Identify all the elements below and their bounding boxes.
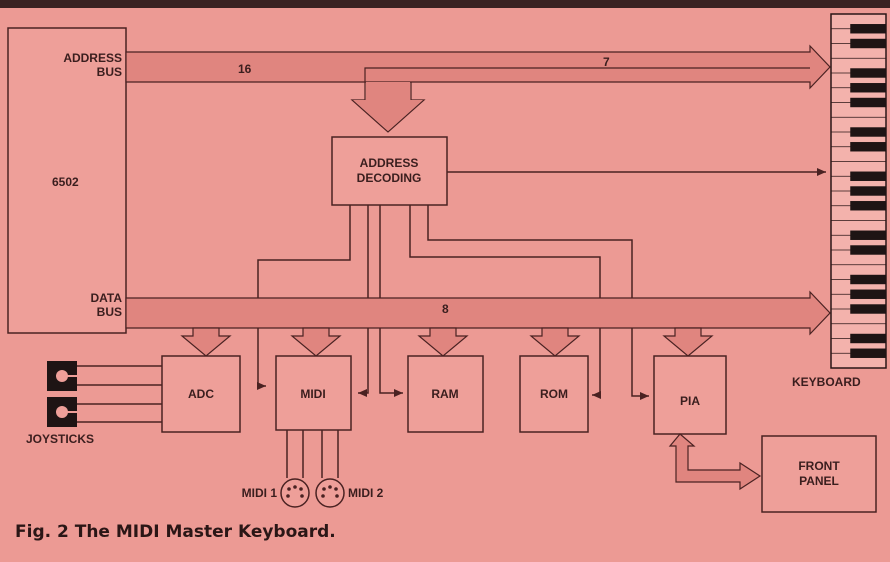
midi-port-2-label: MIDI 2 [348, 486, 384, 500]
data-drop-ram [419, 328, 467, 356]
bus-width-16: 16 [238, 62, 252, 76]
address-bus-arrow [126, 46, 830, 88]
midi-2-connector-icon [316, 479, 344, 507]
joystick-2-icon [47, 397, 77, 427]
black-key [850, 201, 886, 210]
black-key [850, 142, 886, 151]
decoder-label-2: DECODING [357, 171, 422, 185]
bus-width-7: 7 [603, 55, 610, 69]
black-key [850, 83, 886, 92]
black-key [850, 290, 886, 299]
cpu-label: 6502 [52, 175, 79, 189]
bus-width-8: 8 [442, 302, 449, 316]
black-key [850, 349, 886, 358]
address-bus-label-2: BUS [97, 65, 122, 79]
black-key [850, 186, 886, 195]
midi-label: MIDI [300, 387, 325, 401]
midi-port-wires [287, 430, 338, 478]
adc-label: ADC [188, 387, 214, 401]
ram-label: RAM [431, 387, 458, 401]
keyboard-label: KEYBOARD [792, 375, 861, 389]
black-key [850, 68, 886, 77]
black-key [850, 98, 886, 107]
black-key [850, 245, 886, 254]
pia-front-panel-arrow [670, 434, 760, 489]
joysticks-label: JOYSTICKS [26, 432, 94, 446]
black-key [850, 39, 886, 48]
black-key [850, 304, 886, 313]
decoder-label-1: ADDRESS [360, 156, 419, 170]
black-key [850, 275, 886, 284]
black-key [850, 24, 886, 33]
data-drop-rom [531, 328, 579, 356]
black-key [850, 127, 886, 136]
keyboard-icon [831, 14, 886, 368]
address-bus-label-1: ADDRESS [63, 51, 122, 65]
data-drop-midi [292, 328, 340, 356]
black-key [850, 172, 886, 181]
joystick-1-icon [47, 361, 77, 391]
midi-port-1-label: MIDI 1 [242, 486, 278, 500]
rom-label: ROM [540, 387, 568, 401]
joystick-wires [77, 366, 162, 422]
midi-1-connector-icon [281, 479, 309, 507]
front-panel-label-1: FRONT [798, 459, 840, 473]
data-bus-label-1: DATA [90, 291, 122, 305]
data-drop-adc [182, 328, 230, 356]
top-border [0, 0, 890, 8]
decoder-branch-arrow [353, 82, 423, 131]
pia-label: PIA [680, 394, 700, 408]
figure-caption: Fig. 2 The MIDI Master Keyboard. [15, 522, 336, 542]
black-key [850, 334, 886, 343]
data-drop-pia [664, 328, 712, 356]
data-bus-label-2: BUS [97, 305, 122, 319]
black-key [850, 231, 886, 240]
data-bus-arrow [126, 292, 830, 334]
front-panel-label-2: PANEL [799, 474, 839, 488]
